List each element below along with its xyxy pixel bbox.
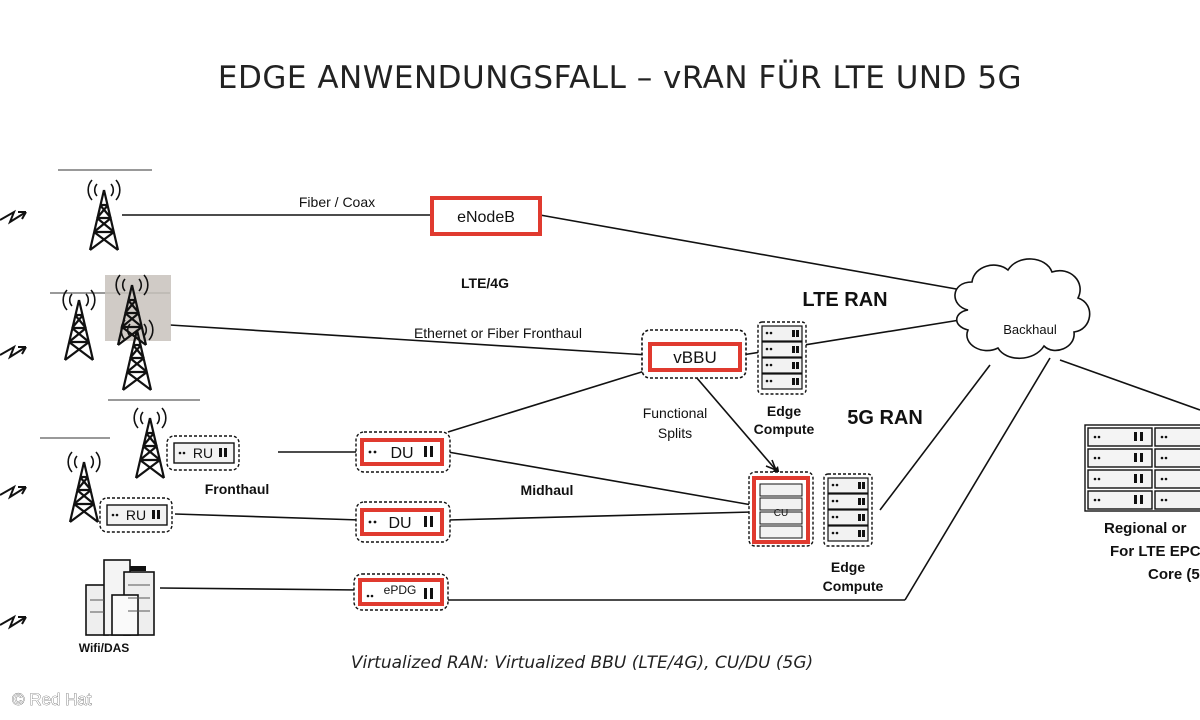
epdg-node: ePDG bbox=[353, 573, 449, 611]
cu-label: CU bbox=[774, 508, 788, 519]
fronthaul-label: Fronthaul bbox=[205, 481, 270, 497]
signal-arrow-icon bbox=[0, 486, 27, 498]
lte-4g-label: LTE/4G bbox=[461, 275, 509, 291]
ru-node-2: RU bbox=[99, 497, 173, 533]
ethernet-fronthaul-label: Ethernet or Fiber Fronthaul bbox=[414, 325, 582, 341]
du-label-2: DU bbox=[388, 515, 411, 532]
backhaul-cloud: Backhaul bbox=[954, 258, 1091, 360]
lte-edge-label-2: Compute bbox=[754, 421, 815, 437]
du-node-1: DU bbox=[355, 431, 451, 473]
tower-site-1 bbox=[0, 169, 152, 252]
functional-splits-label-2: Splits bbox=[658, 425, 692, 441]
5g-ran-label: 5G RAN bbox=[847, 407, 923, 429]
lte-edge-server-icon bbox=[757, 321, 807, 395]
du-node-2: DU bbox=[355, 501, 451, 543]
midhaul-label: Midhaul bbox=[521, 482, 574, 498]
backhaul-label: Backhaul bbox=[1003, 322, 1057, 337]
tower-site-4 bbox=[0, 437, 110, 524]
tower-site-2 bbox=[0, 273, 171, 392]
regional-label-3: Core (5 bbox=[1148, 566, 1200, 583]
du-label-1: DU bbox=[390, 445, 413, 462]
lte-ran-label: LTE RAN bbox=[802, 289, 887, 311]
regional-core-servers bbox=[1084, 424, 1200, 512]
diagram-caption: Virtualized RAN: Virtualized BBU (LTE/4G… bbox=[351, 653, 813, 673]
enodeb-node: eNodeB bbox=[430, 196, 542, 236]
ru-label-1: RU bbox=[193, 445, 213, 461]
connection-lines bbox=[122, 214, 1200, 601]
vbbu-label: vBBU bbox=[673, 348, 716, 367]
signal-arrow-icon bbox=[0, 616, 27, 628]
page-title: EDGE ANWENDUNGSFALL – vRAN FÜR LTE UND 5… bbox=[218, 59, 1022, 96]
epdg-label: ePDG bbox=[384, 583, 417, 597]
functional-splits-label-1: Functional bbox=[643, 405, 708, 421]
5g-edge-server-icon bbox=[823, 473, 873, 547]
ru-node-1: RU bbox=[166, 435, 240, 471]
tower-site-3 bbox=[108, 399, 200, 480]
enodeb-label: eNodeB bbox=[457, 209, 515, 226]
ru-label-2: RU bbox=[126, 507, 146, 523]
vbbu-node: vBBU bbox=[641, 329, 747, 379]
copyright-watermark: © Red Hat bbox=[12, 690, 92, 709]
fiber-coax-label: Fiber / Coax bbox=[299, 194, 375, 210]
cu-node: CU bbox=[748, 471, 814, 547]
lte-edge-label-1: Edge bbox=[767, 403, 801, 419]
signal-arrow-icon bbox=[0, 346, 27, 358]
signal-arrow-icon bbox=[0, 211, 27, 223]
regional-label-1: Regional or bbox=[1104, 520, 1187, 537]
wifi-das-building-icon bbox=[0, 559, 155, 636]
5g-edge-label-2: Compute bbox=[823, 578, 884, 594]
wifi-das-label: Wifi/DAS bbox=[79, 641, 130, 655]
5g-edge-label-1: Edge bbox=[831, 559, 865, 575]
regional-label-2: For LTE EPC bbox=[1110, 543, 1200, 560]
